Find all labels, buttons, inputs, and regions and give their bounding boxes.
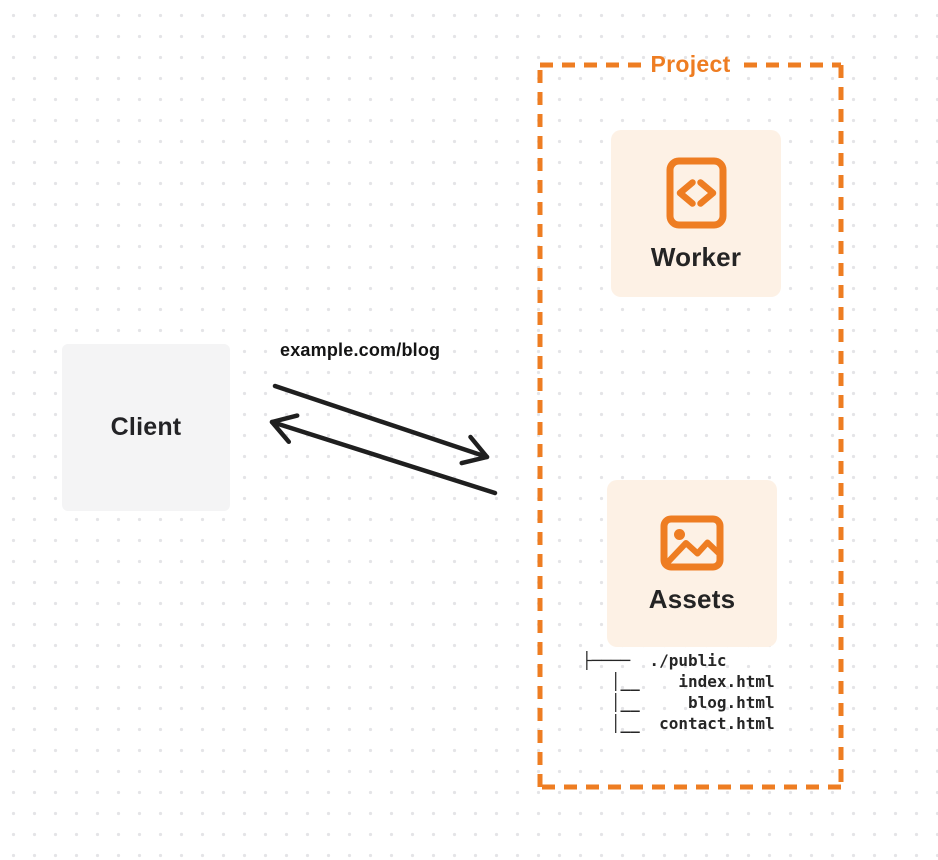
client-node: Client [62, 344, 230, 511]
request-arrowhead [459, 434, 490, 466]
worker-node: Worker [611, 130, 781, 297]
client-label: Client [110, 413, 182, 441]
worker-label: Worker [650, 242, 742, 272]
assets-file-tree: ├──── ./public │__ index.html │__ blog.h… [582, 651, 775, 733]
assets-label: Assets [648, 584, 736, 614]
response-arrow-line [269, 419, 498, 496]
project-label: Project [650, 51, 731, 77]
code-file-icon [666, 157, 726, 229]
response-arrowhead [269, 413, 300, 445]
image-icon [660, 515, 724, 571]
request-arrow-line [272, 383, 490, 460]
request-url-label: example.com/blog [280, 340, 441, 360]
assets-node: Assets [607, 480, 777, 647]
